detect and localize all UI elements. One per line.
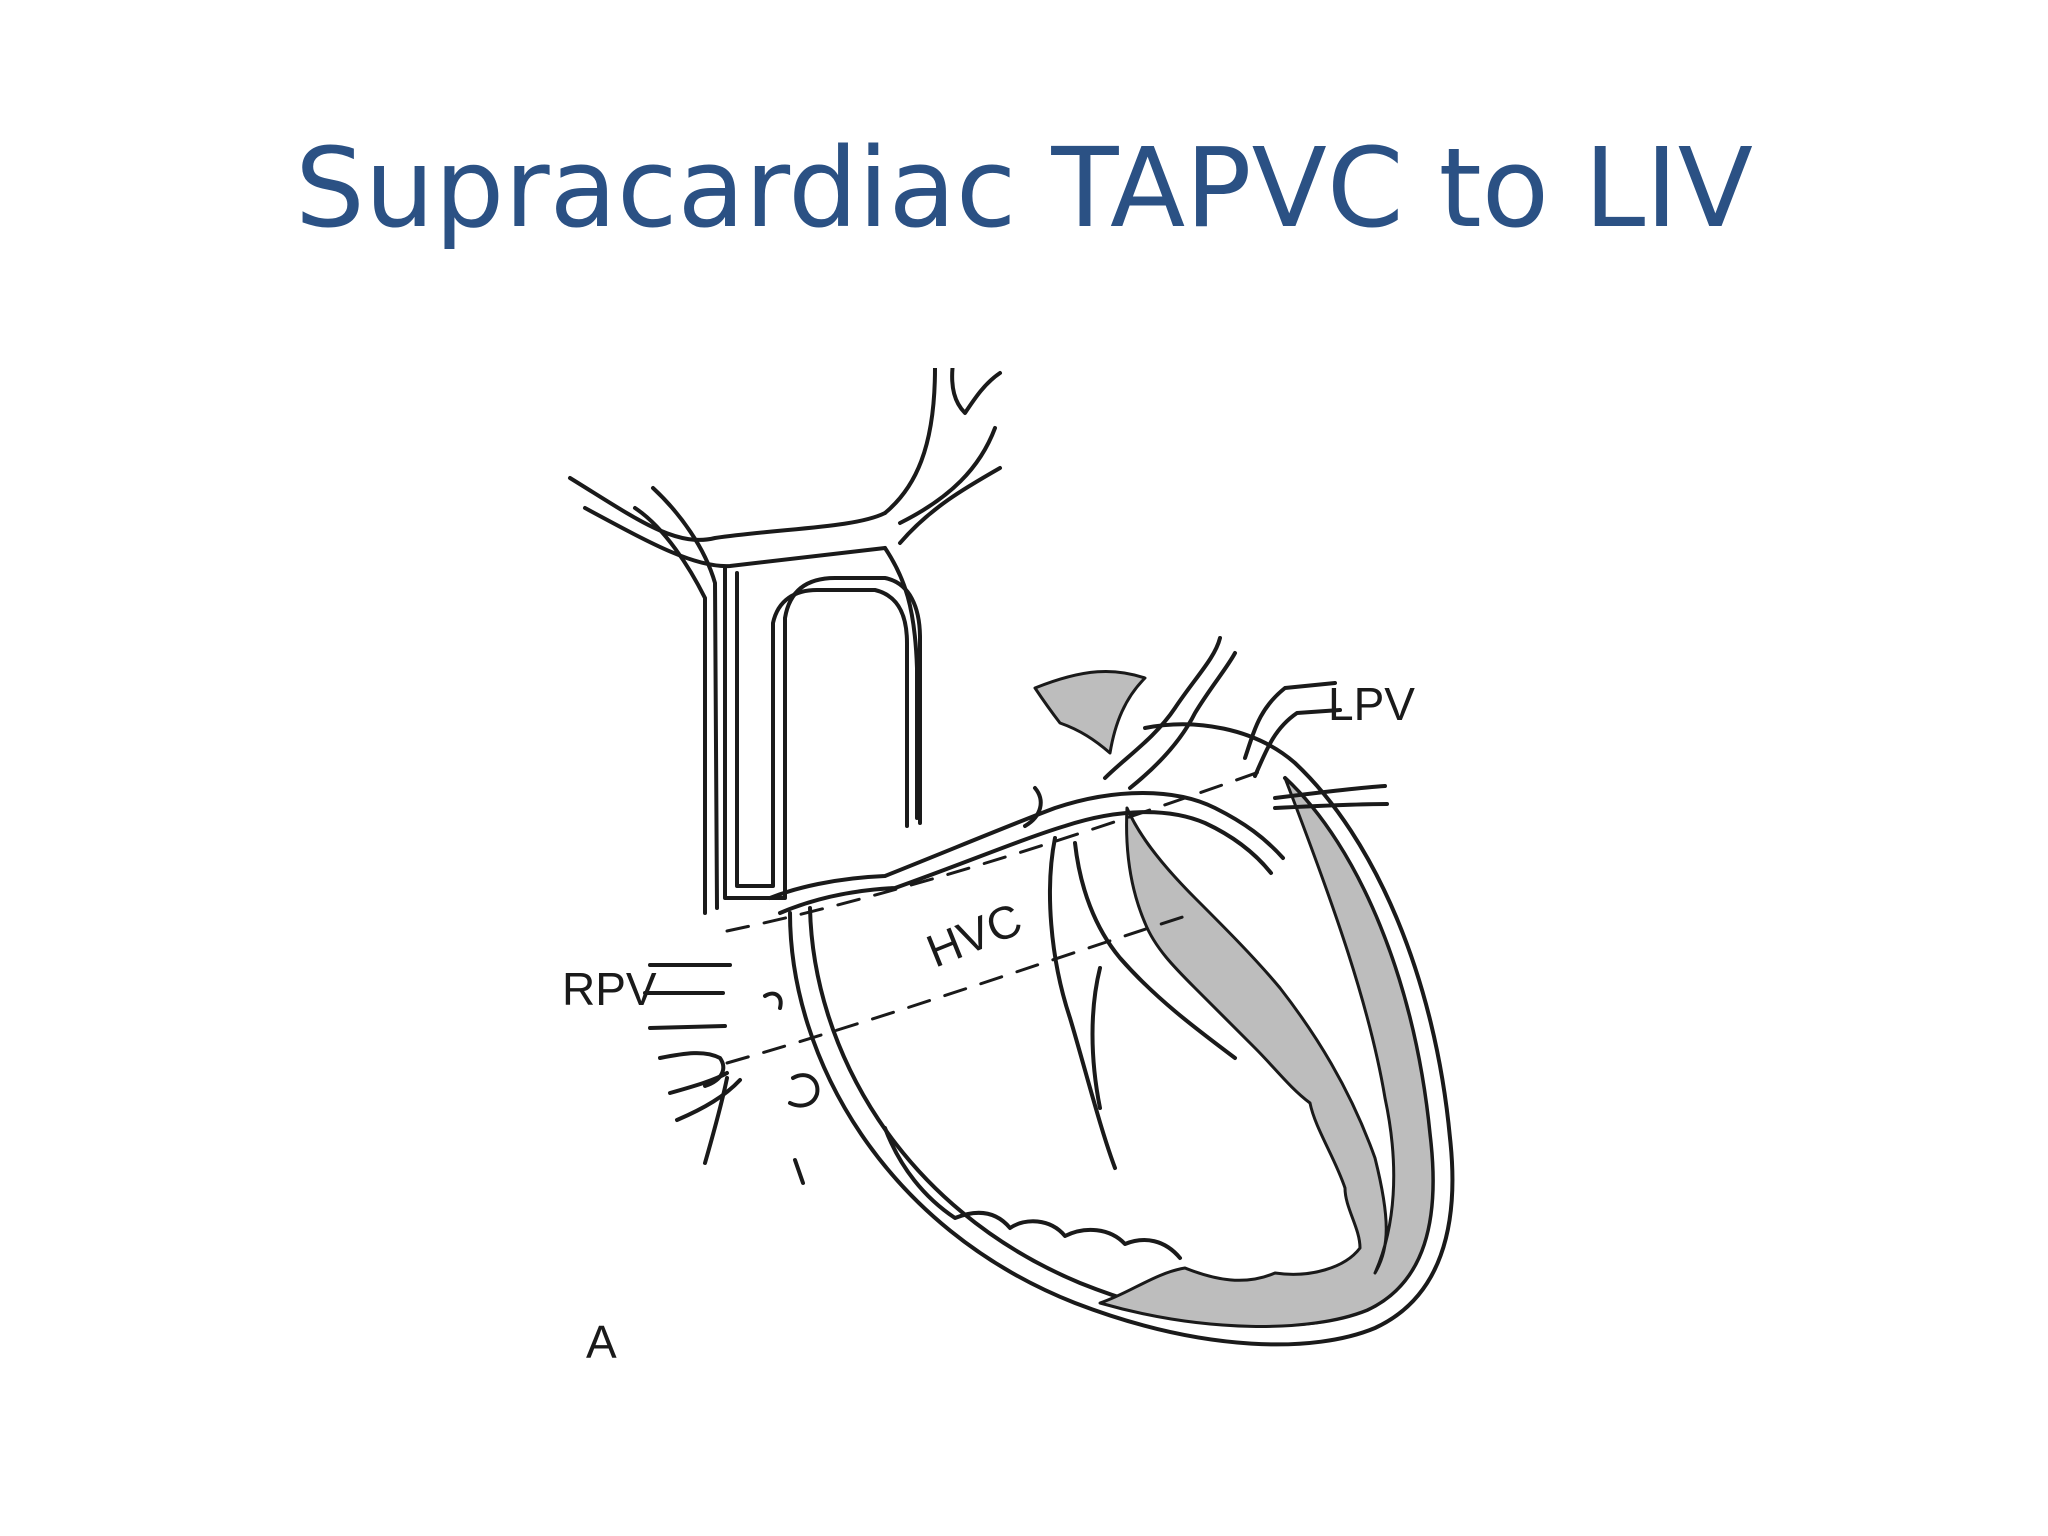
innominate-vein-bottom xyxy=(583,506,887,569)
lower-vessel-stub-1 xyxy=(793,1158,805,1185)
vertical-vein-inner xyxy=(651,486,719,910)
rpv-vessel-7 xyxy=(703,1076,729,1165)
heart-top-arch xyxy=(768,791,1285,900)
hvc-dashed-lower xyxy=(725,911,1197,1065)
label-rpv: RPV xyxy=(562,963,657,1015)
lpv-vessel-3 xyxy=(1243,681,1337,760)
lpv-vessel-5 xyxy=(1273,784,1387,800)
left-ventricle-myocardium xyxy=(1098,776,1435,1328)
slide-title: Supracardiac TAPVC to LIV xyxy=(294,124,1754,252)
septum-left-line xyxy=(1048,836,1117,1170)
heart-diagram-svg: LPV HVC RPV A xyxy=(562,368,1455,1368)
lpv-vessel-2 xyxy=(1128,651,1237,790)
heart-diagram: LPV HVC RPV A xyxy=(555,368,1475,1388)
left-vertical-vein-tip xyxy=(950,368,1002,415)
lpv-vessel-6 xyxy=(1273,802,1389,810)
rpv-vessel-5 xyxy=(668,1071,729,1095)
atrial-curl-lower xyxy=(788,1073,820,1108)
label-hvc: HVC xyxy=(919,893,1029,978)
left-vertical-vein-a xyxy=(883,368,937,515)
innominate-vein-top xyxy=(568,476,887,542)
septum-right-line xyxy=(1073,841,1237,1060)
label-panel-a: A xyxy=(586,1316,617,1368)
vertical-vein-outer xyxy=(633,506,707,915)
lpv-vessel-1 xyxy=(1103,636,1222,780)
label-lpv: LPV xyxy=(1328,678,1415,730)
right-ventricle-inner-wall xyxy=(883,1126,1182,1260)
aortic-loop-outer xyxy=(723,566,922,900)
rpv-vessel-6 xyxy=(675,1078,742,1122)
lpv-vessel-4 xyxy=(1253,708,1342,778)
heart-top-arch-inner xyxy=(778,810,1273,915)
heart-outer-contour xyxy=(788,722,1455,1347)
left-vertical-vein-d xyxy=(898,466,1002,545)
aortic-loop-inner xyxy=(735,571,909,888)
atrial-curl-top xyxy=(1023,786,1043,828)
atrial-curl-upper xyxy=(763,991,783,1010)
rpv-vessel-3 xyxy=(648,1024,727,1030)
left-vertical-vein-c xyxy=(883,546,919,820)
hvc-dashed-upper xyxy=(725,766,1272,933)
left-vertical-vein-b xyxy=(898,426,997,525)
atrial-wall-patch xyxy=(1033,670,1147,755)
septum-branch xyxy=(1090,966,1102,1110)
